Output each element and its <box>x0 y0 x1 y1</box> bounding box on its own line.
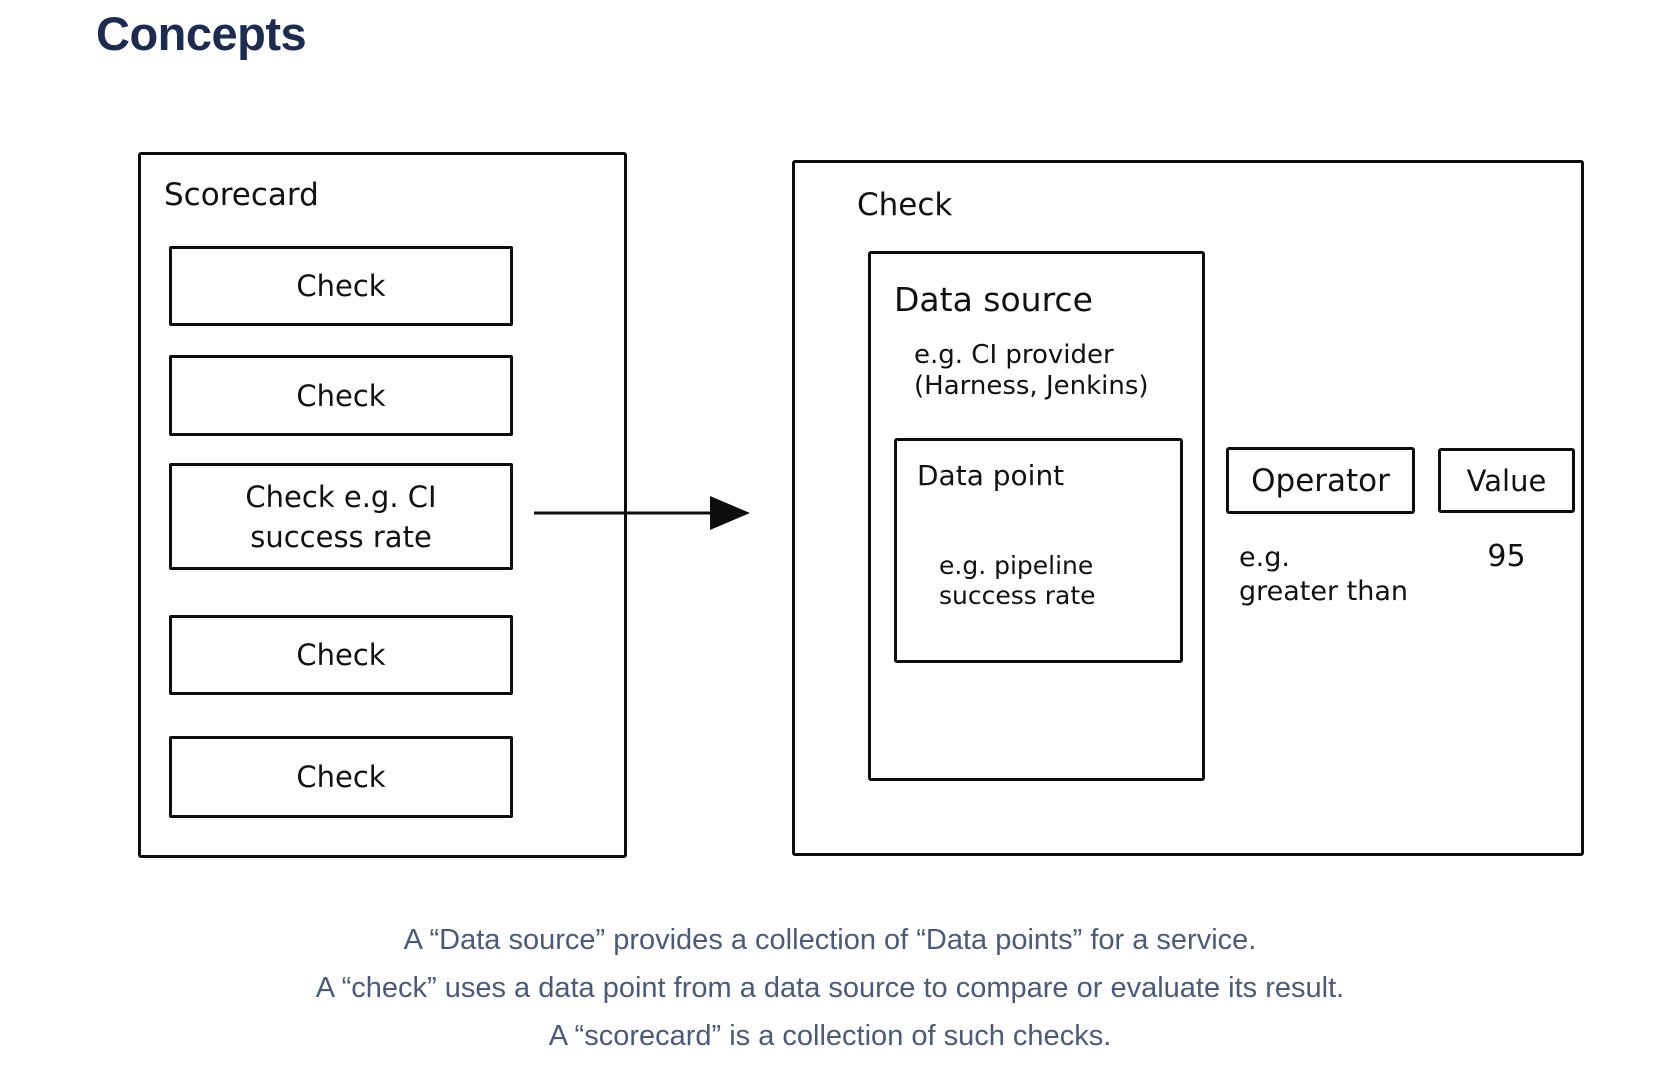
scorecard-label: Scorecard <box>164 177 319 213</box>
scorecard-check-item: Check <box>169 736 513 818</box>
page-title: Concepts <box>96 7 307 60</box>
data-source-label: Data source <box>894 280 1093 319</box>
data-source-caption-line2: (Harness, Jenkins) <box>914 371 1149 401</box>
data-point-box: Data point e.g. pipeline success rate <box>894 438 1183 663</box>
operator-caption: e.g. greater than <box>1239 541 1408 609</box>
check-detail-label: Check <box>857 187 953 223</box>
value-example: 95 <box>1487 539 1526 574</box>
check-label: Check <box>296 760 386 794</box>
data-point-caption-line2: success rate <box>939 581 1096 610</box>
arrow-right-icon <box>534 496 750 530</box>
check-label: Check <box>296 378 386 413</box>
scorecard-check-item: Check <box>169 246 513 326</box>
value-label: Value <box>1466 463 1547 498</box>
scorecard-box: Scorecard Check Check Check e.g. CI succ… <box>138 152 627 858</box>
data-point-caption: e.g. pipeline success rate <box>939 551 1096 611</box>
value-box: Value <box>1438 448 1575 513</box>
data-point-caption-line1: e.g. pipeline <box>939 551 1094 580</box>
data-point-label: Data point <box>917 459 1065 492</box>
footer-notes: A “Data source” provides a collection of… <box>0 916 1660 1060</box>
operator-caption-line1: e.g. <box>1239 542 1290 573</box>
data-source-caption: e.g. CI provider (Harness, Jenkins) <box>914 340 1149 402</box>
scorecard-check-item-ci-success-rate: Check e.g. CI success rate <box>169 463 513 570</box>
footer-note-line: A “check” uses a data point from a data … <box>315 972 1345 1004</box>
scorecard-check-item: Check <box>169 615 513 695</box>
check-label: Check <box>296 638 386 672</box>
footer-note-line: A “Data source” provides a collection of… <box>403 924 1257 956</box>
data-source-box: Data source e.g. CI provider (Harness, J… <box>868 251 1205 781</box>
check-label: Check <box>296 269 386 303</box>
data-source-caption-line1: e.g. CI provider <box>914 340 1114 370</box>
check-label: Check e.g. CI success rate <box>245 479 437 554</box>
operator-label: Operator <box>1251 462 1390 499</box>
operator-box: Operator <box>1226 447 1415 514</box>
scorecard-check-item: Check <box>169 355 513 436</box>
footer-note-line: A “scorecard” is a collection of such ch… <box>548 1020 1112 1052</box>
operator-caption-line2: greater than <box>1239 576 1409 607</box>
check-detail-box: Check Data source e.g. CI provider (Harn… <box>792 160 1584 856</box>
